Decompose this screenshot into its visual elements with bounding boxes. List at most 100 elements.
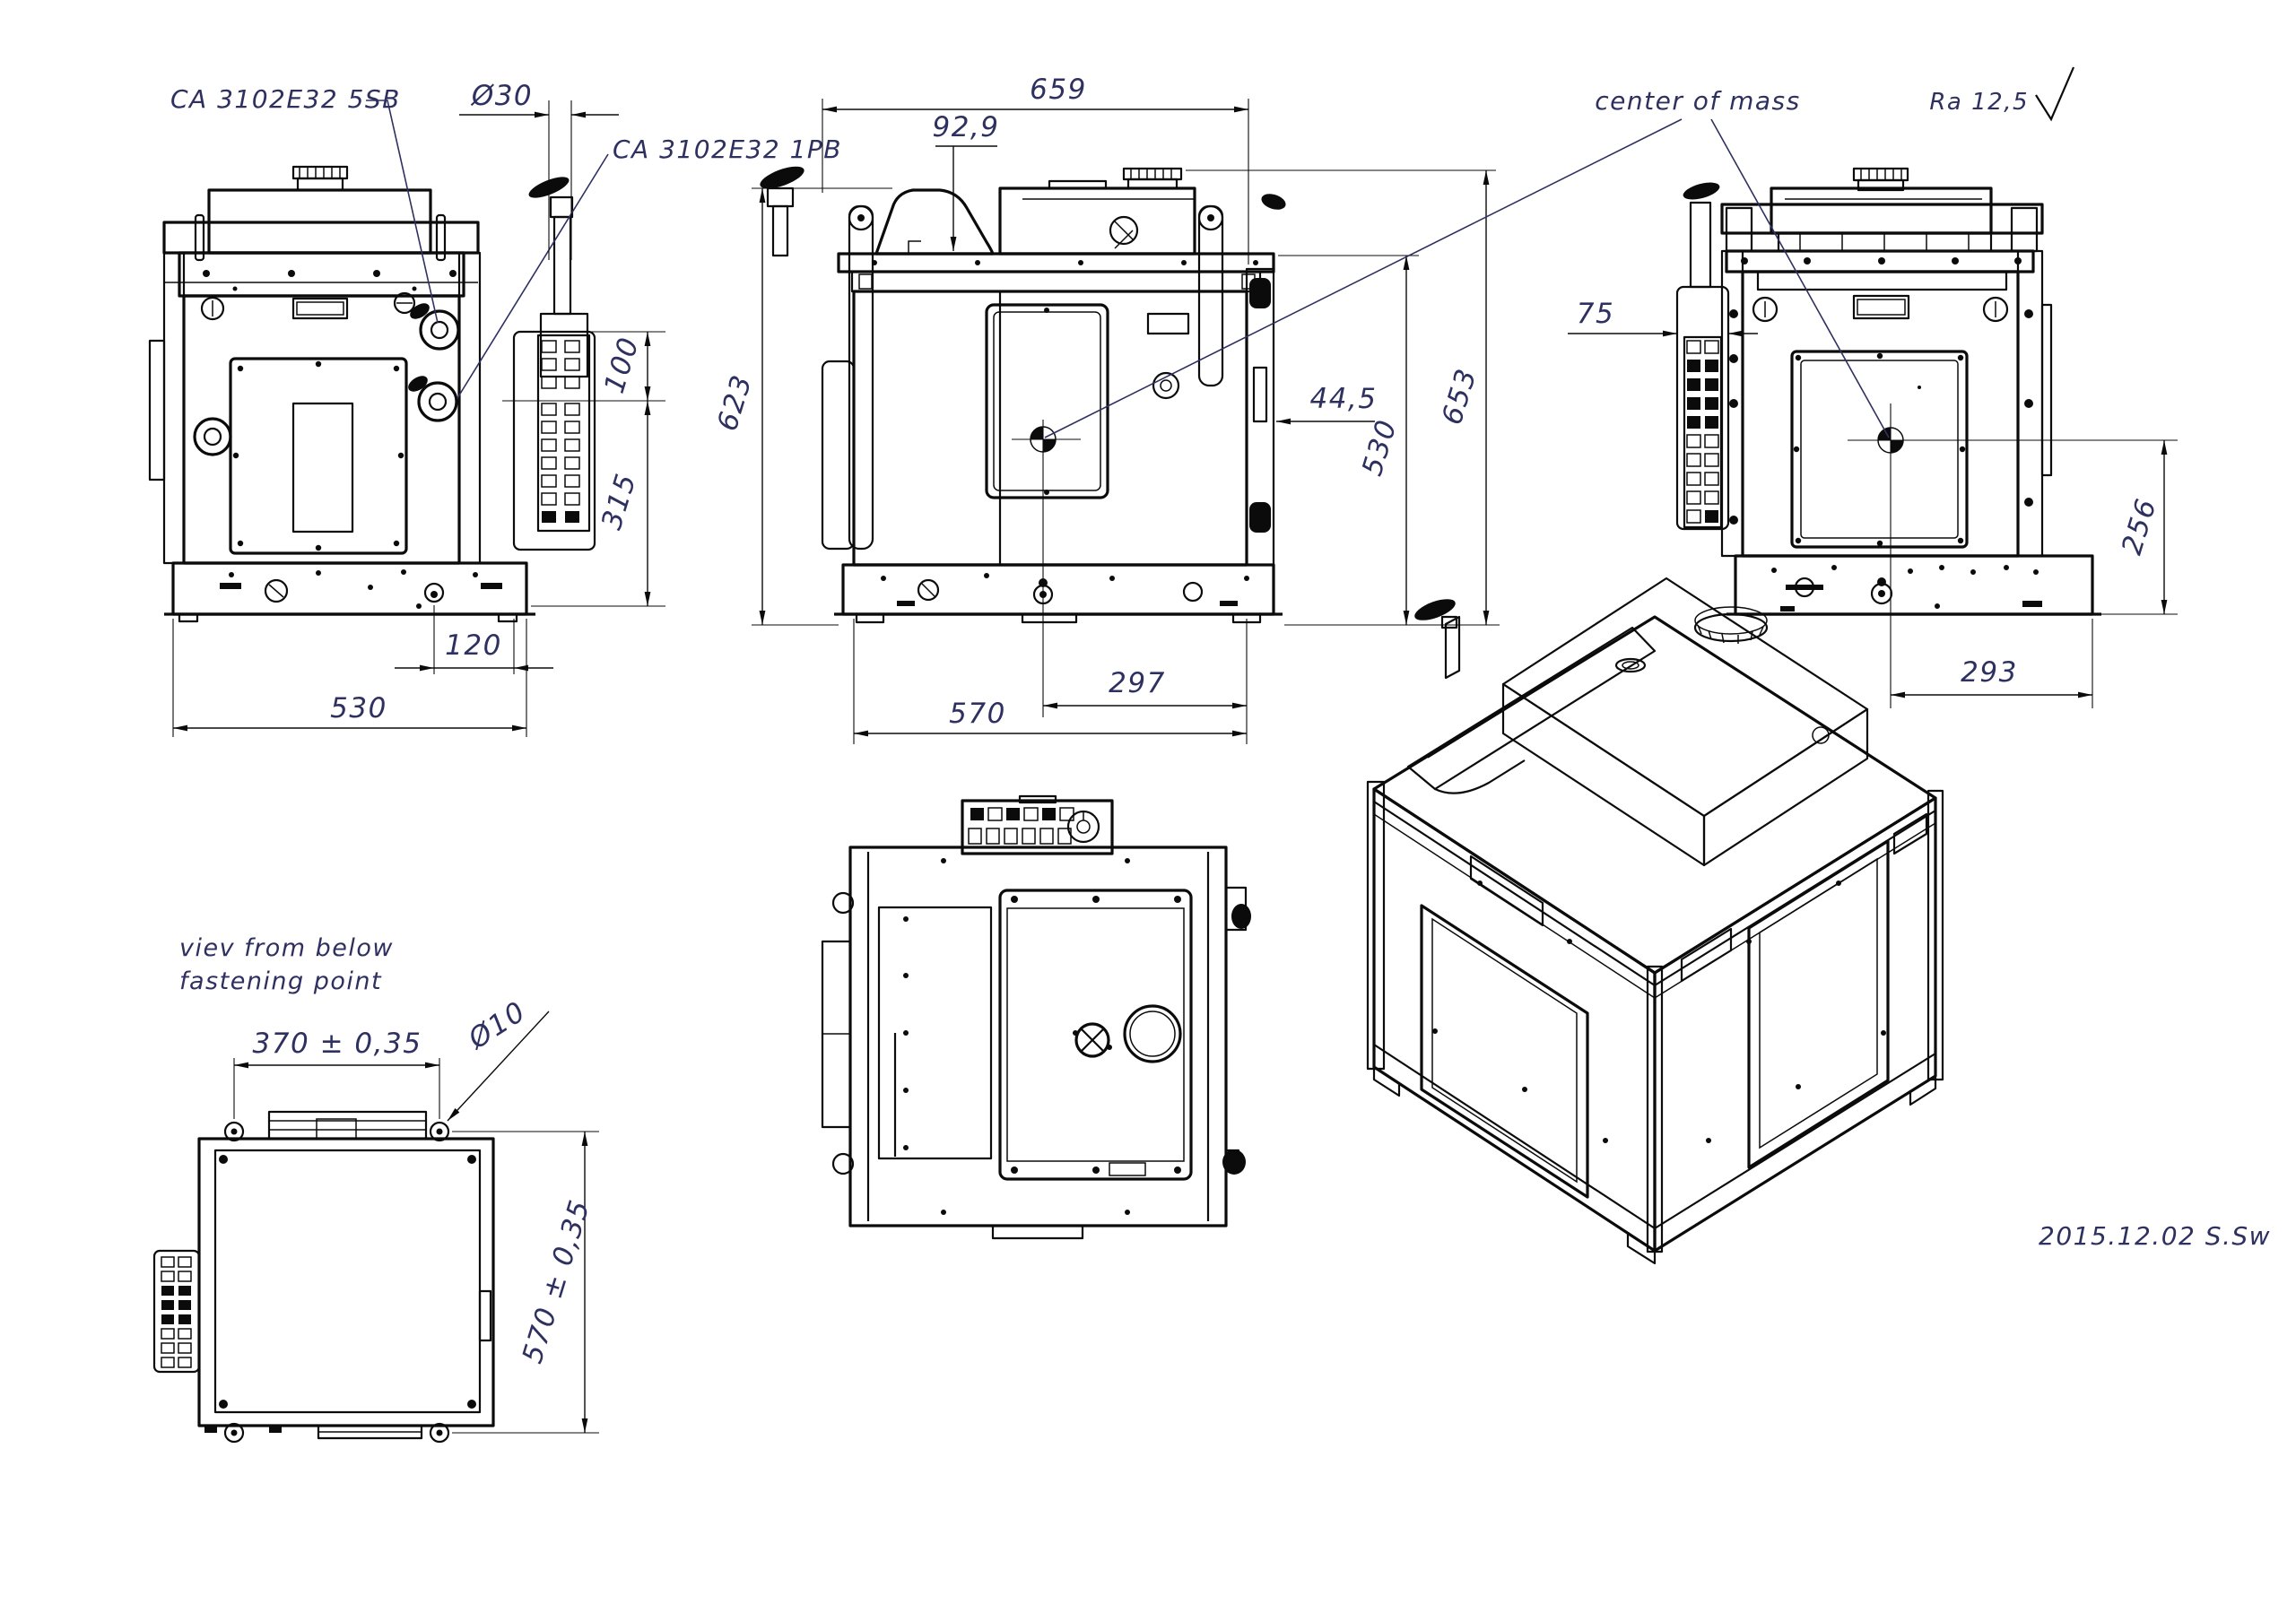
svg-text:370 ± 0,35: 370 ± 0,35 [253, 1028, 422, 1060]
iso-post-left [1366, 780, 1386, 1071]
fastening-points [223, 1121, 450, 1444]
isometric-view [1366, 577, 1944, 1265]
back-terminal-plate [1675, 285, 1730, 531]
dim-570: 570 [853, 619, 1247, 744]
surface-roughness: Ra 12,5 [1929, 66, 2075, 122]
iso-vent [1414, 599, 1461, 680]
side-view: 659 92,9 623 44,5 530 653 297 570 [711, 74, 1500, 744]
dim-659: 659 [822, 74, 1249, 265]
vent-cap-back [1852, 167, 1909, 192]
base [164, 561, 535, 623]
iso-right-face [1653, 796, 1937, 1253]
bottom-outline [197, 1137, 495, 1427]
handle-strap-right [1197, 204, 1224, 387]
top-view [821, 794, 1251, 1240]
side-valve [760, 166, 804, 257]
control-panel [961, 794, 1114, 855]
flange [178, 251, 465, 298]
side-door [985, 303, 1109, 499]
bottom-terminal-plate [152, 1249, 201, 1374]
iso-foot-left [1372, 1065, 1401, 1097]
side-bar-right [457, 251, 482, 565]
iso-cap [1693, 612, 1769, 643]
leader-com-back [1710, 118, 1890, 438]
dim-100: 100 [502, 331, 665, 402]
leader-ca-5sb [366, 100, 439, 324]
lid-screw [1109, 215, 1139, 246]
svg-text:293: 293 [1961, 656, 2018, 689]
top-door-panel [998, 889, 1193, 1181]
dim-30: Ø30 [459, 80, 619, 260]
svg-text:623: 623 [711, 370, 759, 434]
back-base [1726, 554, 2101, 616]
bottom-face [213, 1149, 482, 1414]
iso-left-face [1372, 787, 1657, 1253]
vent-cap [291, 165, 349, 192]
window [291, 402, 354, 533]
top-outline [848, 846, 1228, 1227]
top-tab [991, 1224, 1084, 1240]
thumbscrew-right [393, 291, 416, 315]
label-ca-5sb: CA 3102E32 5SB [170, 84, 401, 114]
bottom-view: viev from below fastening point 370 ± 0,… [152, 934, 599, 1444]
side-base [834, 563, 1283, 624]
dim-370: 370 ± 0,35 [233, 1028, 440, 1119]
center-of-mass-side [1012, 420, 1081, 717]
body-panel [182, 294, 461, 565]
rail-pin-right [435, 213, 447, 262]
view-note-line1: viev from below [179, 934, 394, 962]
thumbscrew-left [200, 296, 225, 321]
label-ca-1pb: CA 3102E32 1PB [613, 134, 842, 164]
ca-connector-1pb [408, 376, 458, 422]
view-note-line2: fastening point [179, 967, 382, 995]
svg-text:315: 315 [596, 469, 643, 533]
round-port [1123, 1004, 1182, 1063]
dim-dia10: Ø10 [447, 995, 550, 1122]
top-left-panel [877, 906, 993, 1160]
iso-lid [1501, 577, 1869, 867]
leader-com-side [1044, 118, 1683, 438]
date-signature: 2015.12.02 S.Sw [2039, 1221, 2271, 1251]
dim-293: 293 [1891, 619, 2093, 708]
dim-44-5: 44,5 [1276, 383, 1377, 425]
dim-297: 297 [1043, 619, 1248, 744]
hood [874, 188, 995, 256]
back-door-panel [1790, 350, 1969, 549]
name-plate [291, 297, 349, 320]
svg-text:120: 120 [445, 629, 502, 662]
svg-text:92,9: 92,9 [932, 111, 999, 143]
leader-ca-1pb [457, 153, 609, 399]
back-valve [1683, 182, 1720, 289]
side-bar-left [162, 251, 186, 565]
iso-hood [1406, 626, 1657, 794]
dim-120: 120 [395, 605, 553, 674]
dim-256: 256 [2101, 440, 2178, 615]
svg-text:659: 659 [1030, 74, 1087, 106]
left-bracket [148, 339, 166, 481]
terminal-grid-plate [512, 330, 596, 551]
dim-530-side: 530 [1278, 255, 1500, 626]
dim-530-front: 530 [172, 619, 527, 737]
svg-text:256: 256 [2116, 494, 2163, 558]
dim-92-9: 92,9 [932, 111, 999, 251]
iso-foot-front [1626, 1232, 1657, 1265]
round-connector [193, 417, 232, 456]
svg-text:Ø10: Ø10 [461, 995, 532, 1057]
svg-text:530: 530 [330, 692, 387, 724]
svg-text:Ra 12,5: Ra 12,5 [1929, 89, 2029, 116]
vent-cap-side [1122, 167, 1183, 190]
iso-right-door [1680, 812, 1928, 1169]
bottom-latch-edge [478, 1289, 492, 1342]
svg-text:297: 297 [1109, 667, 1166, 699]
iso-left-panel [1420, 854, 1589, 1199]
roughness-check-icon [2035, 66, 2075, 122]
rail-pin-left [194, 213, 205, 262]
front-view: CA 3102E32 5SB CA 3102E32 1PB Ø30 100 31… [148, 80, 842, 737]
dim-75: 75 [1568, 298, 1758, 337]
svg-text:570: 570 [949, 698, 1006, 730]
svg-text:44,5: 44,5 [1309, 383, 1377, 415]
bottom-cap [267, 1110, 428, 1141]
side-lid [998, 186, 1196, 256]
